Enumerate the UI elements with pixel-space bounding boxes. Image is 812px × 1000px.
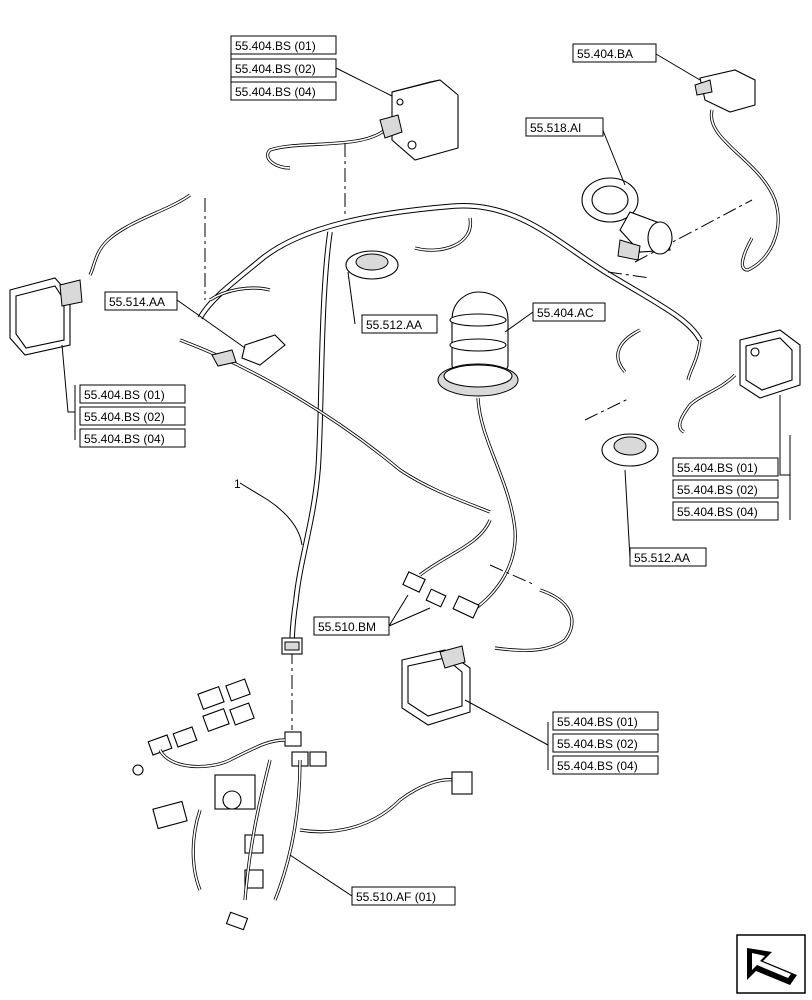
alternator xyxy=(581,177,673,261)
work-lamp-top-right xyxy=(694,69,756,113)
callout-55-510-bm-label: 55.510.BM xyxy=(318,620,376,634)
callout-right-04: 55.404.BS (04) xyxy=(677,505,758,519)
callout-bottom-04: 55.404.BS (04) xyxy=(557,759,638,773)
speaker-top xyxy=(345,250,399,280)
callout-55-514-aa: 55.514.AA xyxy=(104,291,178,311)
callout-bottom-02: 55.404.BS (02) xyxy=(557,737,638,751)
callout-stack-right: 55.404.BS (01) 55.404.BS (02) 55.404.BS … xyxy=(672,457,779,521)
callout-top-02: 55.404.BS (02) xyxy=(235,62,316,76)
callout-stack-bottom: 55.404.BS (01) 55.404.BS (02) 55.404.BS … xyxy=(552,711,659,775)
callout-55-514-aa-label: 55.514.AA xyxy=(109,295,165,309)
callout-55-512-aa-top: 55.512.AA xyxy=(361,314,438,334)
callout-top-04: 55.404.BS (04) xyxy=(235,85,316,99)
callout-top-01: 55.404.BS (01) xyxy=(235,39,316,53)
connector-group xyxy=(402,571,480,619)
callout-55-404-ba-label: 55.404.BA xyxy=(577,47,633,61)
main-wiring-harness xyxy=(88,109,780,834)
callout-55-404-ba: 55.404.BA xyxy=(572,43,657,63)
callout-55-404-ac: 55.404.AC xyxy=(532,302,606,322)
callout-left-04: 55.404.BS (04) xyxy=(84,432,165,446)
relay-module xyxy=(211,334,286,367)
page-navigation-arrow-icon[interactable] xyxy=(736,934,806,994)
harness-end-connector xyxy=(281,637,303,655)
speaker-right xyxy=(601,433,659,467)
callout-bottom-01: 55.404.BS (01) xyxy=(557,715,638,729)
callout-left-01: 55.404.BS (01) xyxy=(84,388,165,402)
callout-stack-top: 55.404.BS (01) 55.404.BS (02) 55.404.BS … xyxy=(230,35,337,101)
item-number-label: 1 xyxy=(234,477,241,491)
callout-55-518-ai-label: 55.518.AI xyxy=(530,121,581,135)
callout-55-518-ai: 55.518.AI xyxy=(525,117,604,137)
callout-left-02: 55.404.BS (02) xyxy=(84,410,165,424)
callout-55-512-aa-top-label: 55.512.AA xyxy=(366,318,422,332)
callout-right-02: 55.404.BS (02) xyxy=(677,483,758,497)
cab-connector-cluster xyxy=(132,678,473,931)
callout-55-404-ac-label: 55.404.AC xyxy=(537,306,594,320)
callout-stack-left: 55.404.BS (01) 55.404.BS (02) 55.404.BS … xyxy=(79,384,186,448)
callout-55-510-af: 55.510.AF (01) xyxy=(351,886,456,906)
work-lamp-bottom xyxy=(401,645,471,726)
callout-55-512-aa-right: 55.512.AA xyxy=(629,547,707,567)
callout-55-510-af-label: 55.510.AF (01) xyxy=(356,890,436,904)
leader-lines xyxy=(61,53,791,897)
work-lamp-left xyxy=(9,277,83,356)
rotating-beacon xyxy=(437,291,519,397)
dash-lines xyxy=(204,143,753,730)
callout-right-01: 55.404.BS (01) xyxy=(677,461,758,475)
work-lamp-top xyxy=(379,79,459,161)
callout-55-512-aa-right-label: 55.512.AA xyxy=(634,551,690,565)
callout-55-510-bm: 55.510.BM xyxy=(313,616,390,636)
work-lamp-right xyxy=(739,329,801,399)
